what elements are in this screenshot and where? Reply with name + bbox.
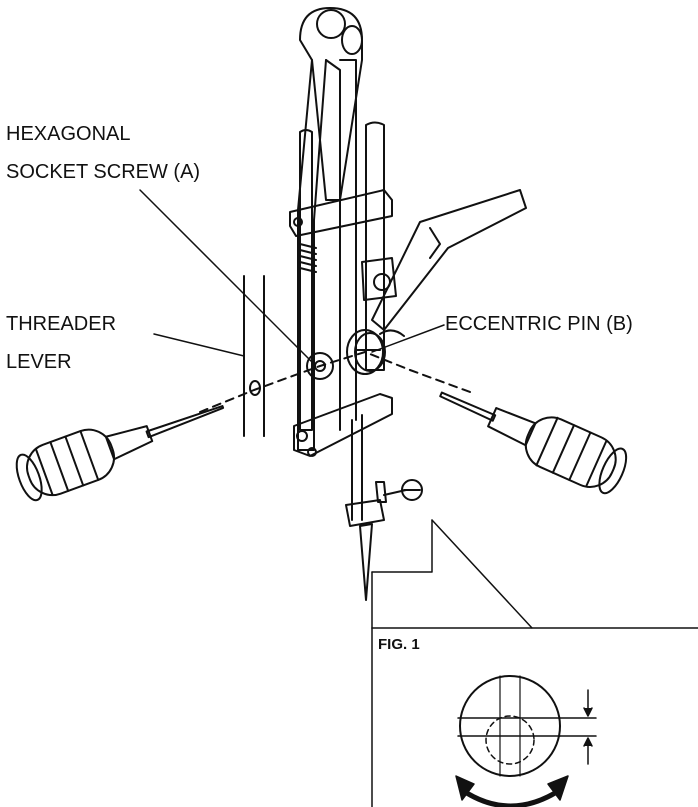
threader-lever-label-line2: LEVER [6, 351, 72, 373]
fig1-inset [371, 571, 698, 807]
callout-lines [371, 519, 533, 629]
hex-screw-label-line1: HEXAGONAL [6, 123, 131, 145]
needle-bar-frame [289, 7, 423, 601]
leader-lines [139, 189, 445, 363]
hexagonal-socket-screw [306, 352, 334, 380]
alignment-axis [199, 351, 471, 413]
hex-screw-label-line2: SOCKET SCREW (A) [6, 161, 201, 183]
threader-lever-arm [371, 189, 527, 337]
left-screwdriver [15, 405, 225, 502]
threader-lever-plate [243, 275, 265, 437]
threader-lever-label-line1: THREADER [6, 313, 117, 335]
fig1-title: FIG. 1 [378, 636, 420, 653]
right-screwdriver [439, 391, 628, 495]
eccentric-pin-label: ECCENTRIC PIN (B) [445, 313, 633, 335]
